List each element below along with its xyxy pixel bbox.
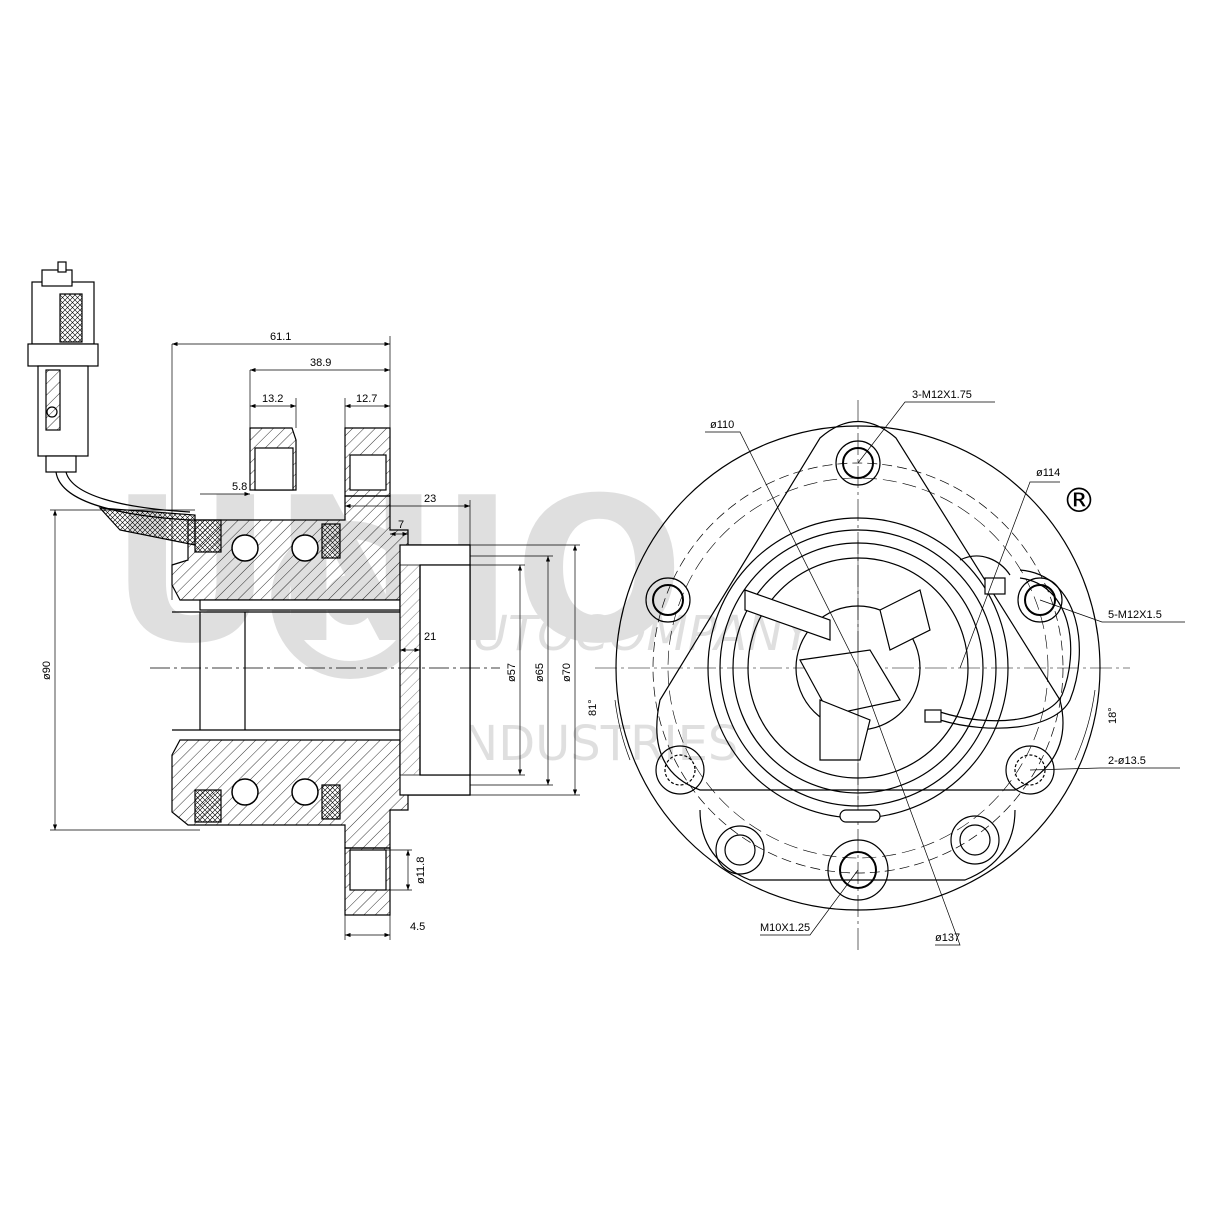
dim-m10x125: M10X1.25 xyxy=(760,922,810,934)
dim-5-8: 5.8 xyxy=(232,481,247,493)
side-dimension-labels: 61.1 38.9 13.2 12.7 5.8 23 7 21 ø90 ø57 … xyxy=(41,331,573,933)
triangular-flange xyxy=(656,420,1064,791)
dim-phi-110: ø110 xyxy=(710,419,734,431)
dim-61-1: 61.1 xyxy=(270,331,291,343)
wheel-stud-holes xyxy=(655,745,1055,901)
dim-13-2: 13.2 xyxy=(262,393,283,405)
dim-38-9: 38.9 xyxy=(310,357,331,369)
dim-4-5: 4.5 xyxy=(410,921,425,933)
dim-2-phi-13-5: 2-ø13.5 xyxy=(1108,755,1146,767)
dim-phi-65: ø65 xyxy=(534,663,546,682)
dim-phi-90: ø90 xyxy=(41,661,53,680)
dim-phi-70: ø70 xyxy=(561,663,573,682)
sensor-connector xyxy=(27,261,196,546)
front-dimension-labels: ø110 3-M12X1.75 ø114 5-M12X1.5 81° 18° 2… xyxy=(587,389,1162,944)
dim-12-7: 12.7 xyxy=(356,393,377,405)
dim-angle-81: 81° xyxy=(587,699,599,716)
dim-3-m12x175: 3-M12X1.75 xyxy=(912,389,972,401)
front-leaders xyxy=(614,401,1185,946)
dim-phi-57: ø57 xyxy=(506,663,518,682)
stud-holes-m12x175 xyxy=(645,440,1063,623)
dim-23: 23 xyxy=(424,493,436,505)
flange-outline xyxy=(615,425,1101,911)
abs-sensor xyxy=(744,540,1080,823)
dim-7: 7 xyxy=(398,519,404,531)
dim-21: 21 xyxy=(424,631,436,643)
registered-mark: ® xyxy=(1062,481,1096,521)
dim-5-m12x15: 5-M12X1.5 xyxy=(1108,609,1162,621)
dim-phi-114: ø114 xyxy=(1036,467,1060,479)
side-dimensions xyxy=(50,336,580,940)
dim-phi-11-8: ø11.8 xyxy=(415,857,427,884)
dim-phi-137: ø137 xyxy=(935,932,960,944)
front-view xyxy=(595,400,1130,950)
side-section-view xyxy=(27,261,500,916)
dim-angle-18: 18° xyxy=(1107,707,1119,724)
